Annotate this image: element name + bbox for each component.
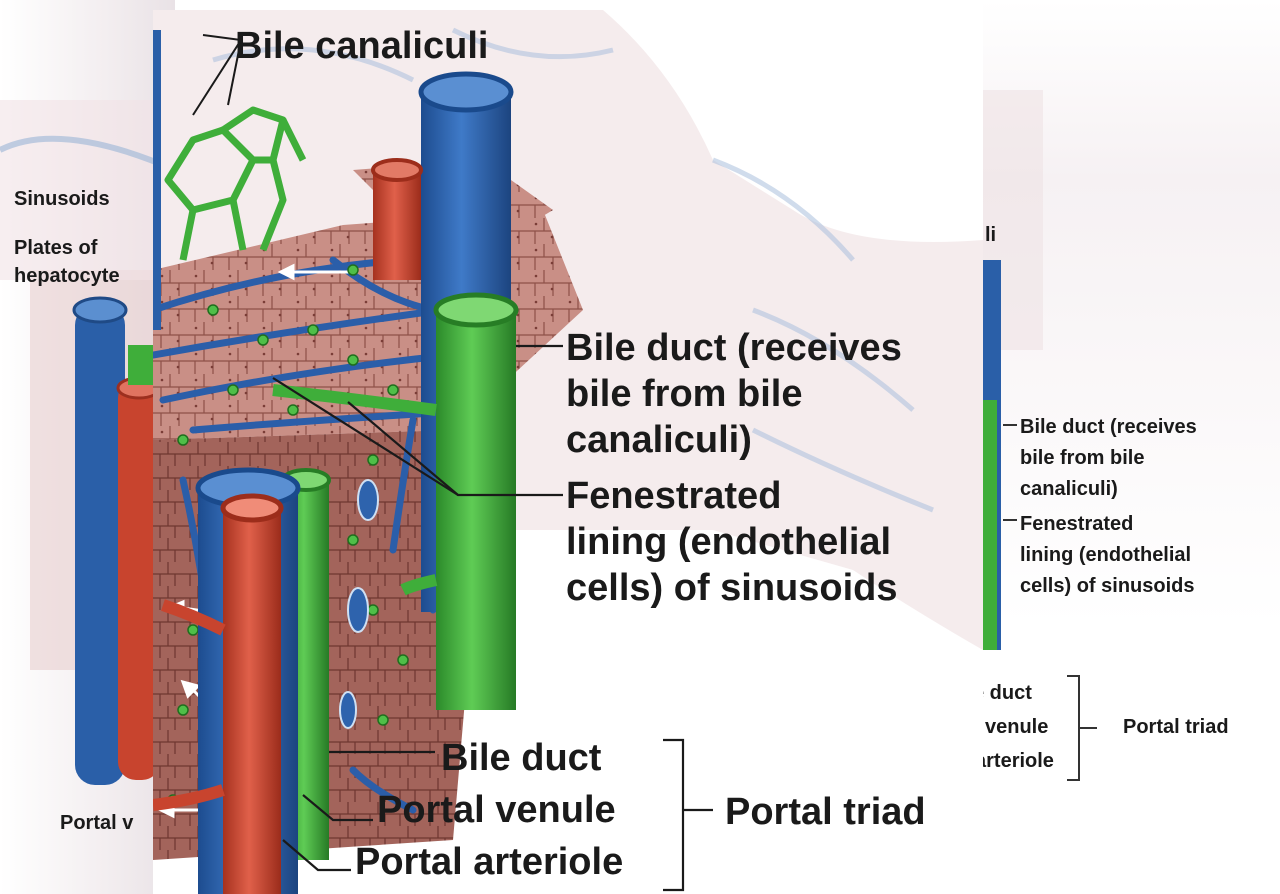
left-plates-label-line2: hepatocyte <box>14 263 120 290</box>
bile-duct-receives-label-line3: canaliculi) <box>566 420 752 461</box>
bile-canaliculi-label: Bile canaliculi <box>235 26 488 67</box>
right-fenestrated-line1: Fenestrated <box>1020 511 1133 538</box>
left-portal-label: Portal v <box>60 810 133 837</box>
right-triad-fragment-2: venule <box>985 714 1048 741</box>
right-background-panel: li Bile duct (receives bile from bile ca… <box>983 0 1280 894</box>
portal-arteriole-label: Portal arteriole <box>355 842 623 883</box>
left-plates-label-line1: Plates of <box>14 235 97 262</box>
right-triad-fragment-3: arteriole <box>975 748 1054 775</box>
right-canaliculi-fragment: li <box>985 222 996 249</box>
right-bile-duct-line1: Bile duct (receives <box>1020 414 1197 441</box>
portal-triad-label: Portal triad <box>725 792 926 833</box>
right-bile-duct-line2: bile from bile <box>1020 445 1144 472</box>
portal-venule-label: Portal venule <box>377 790 616 831</box>
fenestrated-lining-label-line1: Fenestrated <box>566 476 781 517</box>
left-ghost-illustration <box>0 0 175 894</box>
bile-duct-receives-label-line2: bile from bile <box>566 374 802 415</box>
left-background-panel: Sinusoids Plates of hepatocyte Portal v <box>0 0 175 894</box>
right-bile-duct-line3: canaliculi) <box>1020 476 1118 503</box>
left-sinusoids-label: Sinusoids <box>14 186 110 213</box>
fenestrated-lining-label-line3: cells) of sinusoids <box>566 568 898 609</box>
bile-duct-label: Bile duct <box>441 738 601 779</box>
right-fenestrated-line2: lining (endothelial <box>1020 542 1191 569</box>
bile-duct-receives-label-line1: Bile duct (receives <box>566 328 902 369</box>
fenestrated-lining-label-line2: lining (endothelial <box>566 522 891 563</box>
right-portal-triad-label: Portal triad <box>1123 714 1229 741</box>
liver-lobule-illustration-panel: Bile canaliculi Bile duct (receives bile… <box>153 10 983 894</box>
right-fenestrated-line3: cells) of sinusoids <box>1020 573 1194 600</box>
